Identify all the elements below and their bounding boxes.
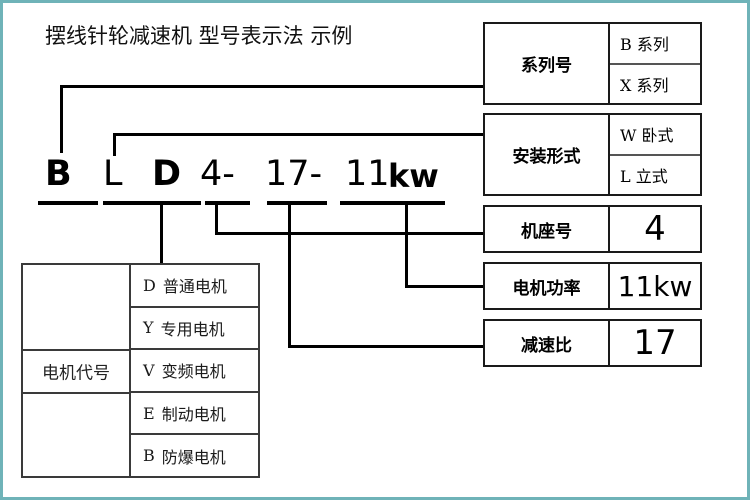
spec-box-series-values: B 系列 X 系列	[610, 24, 700, 103]
motor-code-letter: Y	[143, 318, 154, 338]
spec-box-mounting-values: W 卧式 L 立式	[610, 115, 700, 194]
motor-code-row: Y 专用电机	[131, 305, 258, 349]
motor-code-table: 电机代号 D 普通电机 Y 专用电机 V 变频电机 E 制动电机 B 防爆电机	[21, 263, 260, 478]
connector-frameno-vertical	[215, 203, 218, 235]
connector-power-vertical	[405, 203, 408, 287]
connector-mounting-vertical	[113, 133, 116, 156]
code-char-frame-no: 4-	[200, 154, 235, 194]
page-title: 摆线针轮减速机 型号表示法 示例	[45, 24, 353, 48]
motor-code-letter: E	[143, 403, 155, 423]
motor-code-name: 防爆电机	[161, 447, 226, 467]
spec-box-power-label: 电机功率	[485, 264, 610, 308]
code-char-power-num: 11	[345, 154, 390, 194]
spec-box-mounting: 安装形式 W 卧式 L 立式	[483, 113, 702, 196]
code-underline-motor	[148, 201, 201, 205]
code-char-power-unit: kw	[388, 157, 439, 195]
spec-value: B 系列	[620, 35, 669, 55]
motor-table-divider	[23, 349, 131, 351]
code-underline-mounting	[103, 201, 150, 205]
motor-code-row: E 制动电机	[131, 390, 258, 434]
spec-value-ratio: 17	[633, 323, 677, 363]
motor-code-letter: D	[143, 275, 156, 295]
motor-code-letter: V	[143, 360, 155, 380]
code-char-mounting: L	[103, 154, 123, 194]
spec-box-series-label: 系列号	[485, 24, 610, 103]
code-underline-series	[38, 201, 98, 205]
motor-table-divider	[23, 392, 131, 394]
spec-value: W 卧式	[620, 126, 674, 146]
motor-code-name: 普通电机	[162, 277, 227, 297]
motor-code-letter: B	[143, 446, 155, 466]
connector-frameno-horizontal	[215, 232, 485, 235]
spec-value: X 系列	[610, 62, 700, 104]
spec-box-series: 系列号 B 系列 X 系列	[483, 22, 702, 105]
spec-value: L 立式	[610, 153, 700, 195]
code-char-motor: D	[152, 154, 182, 194]
spec-value-power: 11kw	[617, 269, 693, 303]
spec-value-frame-no: 4	[644, 209, 666, 249]
connector-mounting-horizontal	[113, 133, 485, 136]
spec-box-frame-no-label: 机座号	[485, 207, 610, 251]
connector-power-horizontal	[405, 285, 485, 288]
spec-box-ratio-label: 减速比	[485, 321, 610, 365]
motor-code-row: D 普通电机	[131, 265, 258, 306]
motor-code-label: 电机代号	[42, 363, 110, 383]
code-underline-power	[340, 201, 445, 205]
code-char-series: B	[45, 154, 72, 194]
code-underline-ratio	[267, 201, 327, 205]
connector-ratio-horizontal	[288, 345, 485, 348]
code-char-ratio: 17-	[265, 154, 323, 194]
motor-code-label-column: 电机代号	[23, 265, 131, 476]
spec-box-mounting-label: 安装形式	[485, 115, 610, 194]
connector-series-horizontal	[60, 85, 485, 88]
motor-code-row: B 防爆电机	[131, 433, 258, 476]
connector-ratio-vertical	[288, 203, 291, 348]
connector-motor-vertical	[160, 203, 163, 265]
motor-code-name: 变频电机	[161, 362, 226, 382]
spec-box-frame-no: 机座号 4	[483, 205, 702, 253]
motor-code-name: 专用电机	[160, 319, 225, 339]
spec-box-ratio: 减速比 17	[483, 319, 702, 367]
motor-code-name: 制动电机	[161, 405, 226, 425]
motor-code-row: V 变频电机	[131, 348, 258, 391]
code-underline-frame-no	[205, 201, 250, 205]
connector-series-vertical	[60, 85, 63, 153]
motor-code-rows: D 普通电机 Y 专用电机 V 变频电机 E 制动电机 B 防爆电机	[131, 265, 258, 476]
spec-box-power: 电机功率 11kw	[483, 262, 702, 310]
